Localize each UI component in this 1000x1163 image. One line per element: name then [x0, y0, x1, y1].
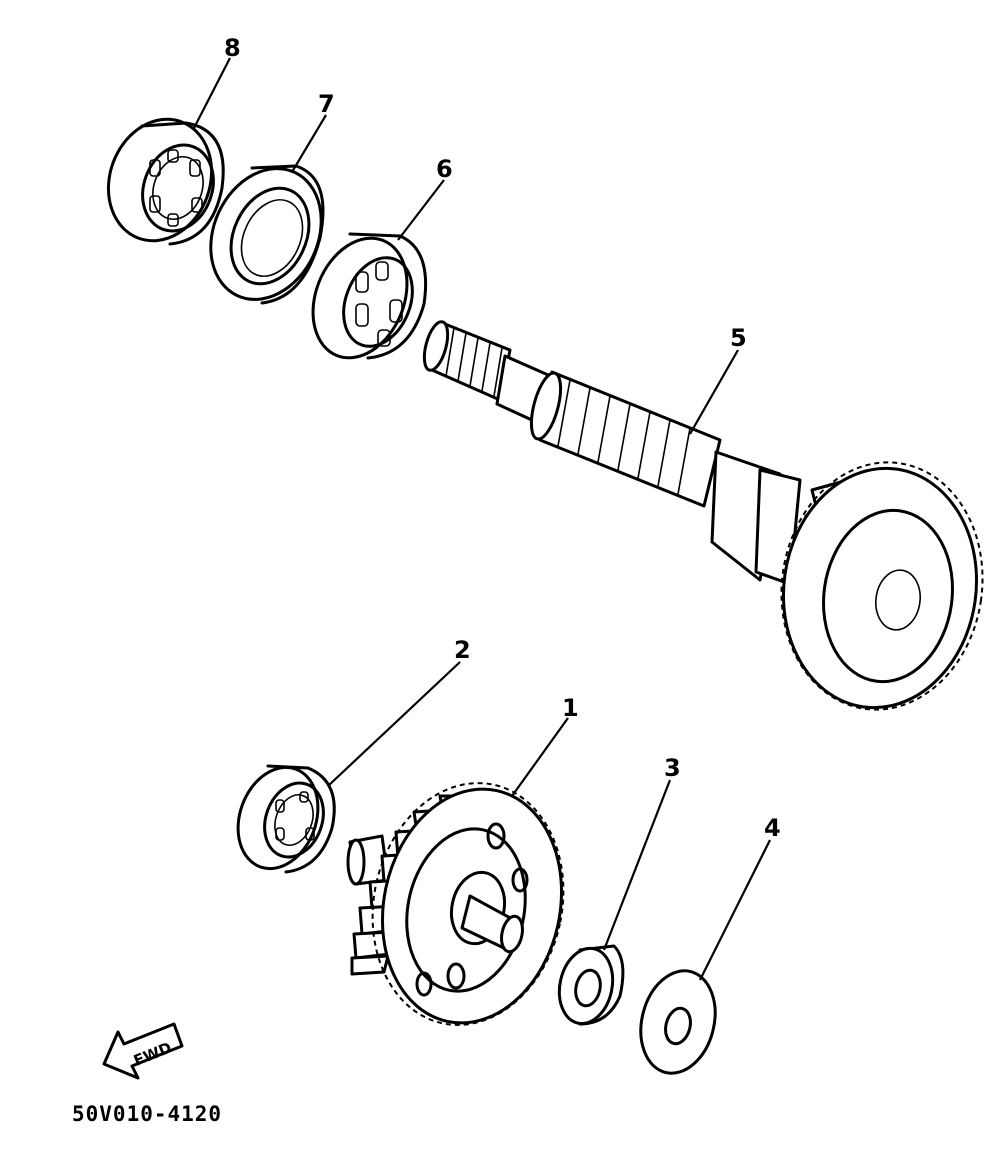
label-part-2: 2 — [454, 636, 471, 664]
label-part-5: 5 — [730, 324, 747, 352]
washer-part-4 — [639, 969, 717, 1075]
needle-bearing-part-6 — [311, 232, 428, 360]
label-part-7: 8 — [224, 34, 241, 62]
gear-part-1 — [346, 782, 565, 1026]
oil-seal-part-8 — [209, 164, 325, 305]
leader-lines — [193, 57, 771, 981]
washer-part-3 — [557, 944, 625, 1026]
shaft-part-5 — [422, 320, 984, 711]
drawing-code: 50V010-4120 — [72, 1102, 222, 1126]
bearing-part-7 — [106, 117, 225, 246]
forward-direction-arrow-icon: FWD — [102, 1022, 184, 1080]
bearing-part-2 — [236, 764, 336, 874]
label-part-3: 3 — [664, 754, 681, 782]
label-part-4: 4 — [764, 814, 781, 842]
label-part-8: 7 — [318, 90, 335, 118]
label-part-6: 6 — [436, 155, 453, 183]
label-part-1: 1 — [562, 694, 579, 722]
